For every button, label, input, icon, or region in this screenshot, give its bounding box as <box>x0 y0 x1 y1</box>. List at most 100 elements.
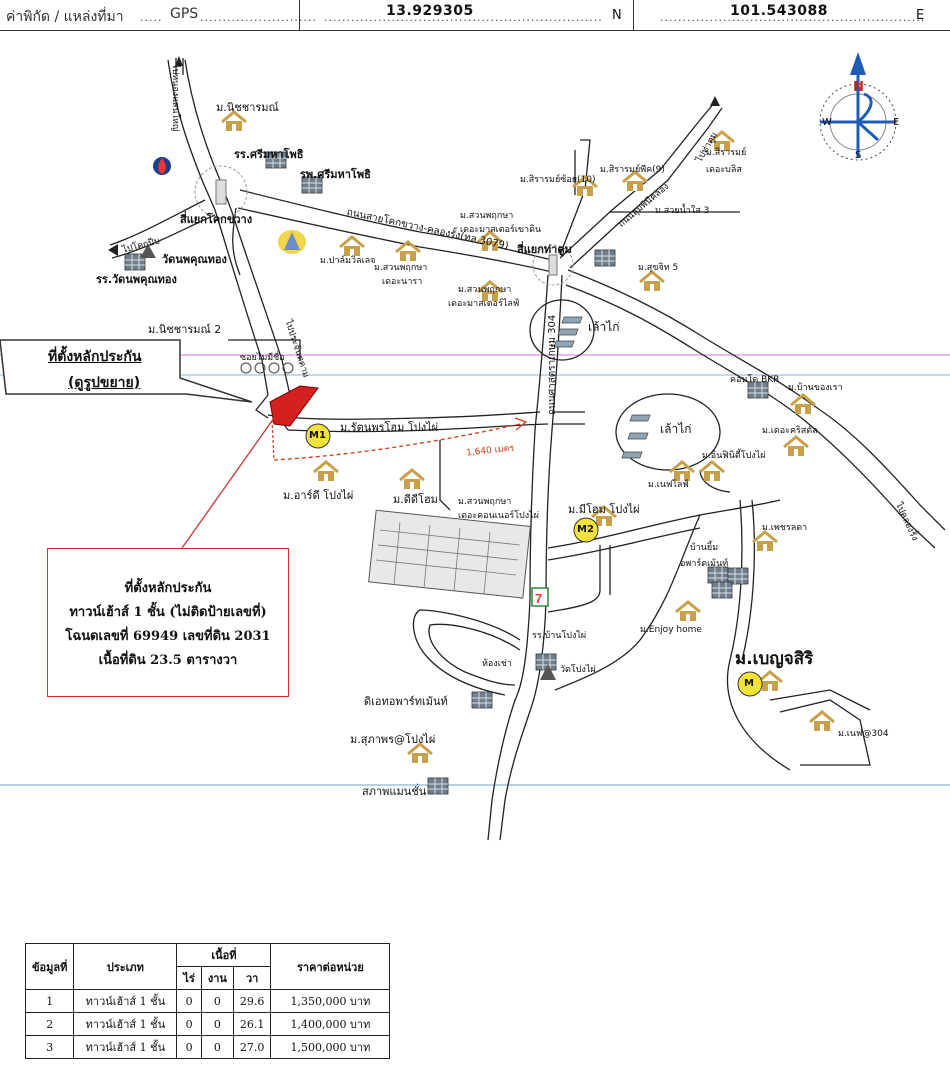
place-label: เดอะมาสเตอร์เขาดิน <box>460 225 542 235</box>
traffic-light-icon <box>215 179 227 205</box>
place-label: ม.รัตนพรโฮม โปงไผ่ <box>340 421 439 434</box>
subject-marker-line1: ที่ตั้งหลักประกัน <box>48 349 142 365</box>
place-label: คอนโด BKR <box>730 375 780 385</box>
gas-station-icon <box>153 157 171 175</box>
pond-icons <box>240 362 294 374</box>
place-label: เดอะนารา <box>382 277 423 287</box>
place-label: สภาพแมนชั่น <box>362 785 427 798</box>
callout-title: ที่ตั้งหลักประกัน <box>124 581 212 596</box>
seven-eleven-icon: 7 <box>531 587 549 607</box>
callout-leader-line <box>181 417 275 549</box>
place-label: ม.นิชชารมณ์ 2 <box>148 323 222 336</box>
place-label: รพ.ศรีมหาโพธิ <box>300 168 371 181</box>
dot-leader: ..... <box>140 11 163 24</box>
header-no: ข้อมูลที่ <box>24 943 75 990</box>
cell-ngan: 0 <box>200 1012 234 1036</box>
marker-m2-label: M2 <box>577 524 594 535</box>
source-value: GPS <box>170 6 199 22</box>
svg-text:7: 7 <box>535 591 542 606</box>
place-label: รร.ศรีมหาโพธิ <box>234 148 304 161</box>
dot-leader: ........................................… <box>324 11 603 24</box>
dot-leader: ........................................… <box>660 11 926 24</box>
place-label: ม.สิรารมย์ <box>706 148 747 158</box>
place-label: ม.อาร์ดี โปงไผ่ <box>283 489 354 502</box>
place-label: ห้องเช่า <box>482 659 512 669</box>
subject-marker: ที่ตั้งหลักประกัน (ดูรูปขยาย) <box>6 340 186 392</box>
place-label: ม.สุภาพร@โปงไผ่ <box>350 733 436 746</box>
cell-no: 1 <box>24 989 75 1013</box>
table-row: 2 ทาวน์เฮ้าส์ 1 ชั้น 0 0 26.1 1,400,000 … <box>24 1012 391 1036</box>
location-map: 7 <box>0 52 950 841</box>
place-label: อพาร์ตเม้นท์ <box>680 559 729 569</box>
distance-arrow <box>514 417 528 431</box>
cell-type: ทาวน์เฮ้าส์ 1 ชั้น <box>73 1035 178 1059</box>
latitude-suffix: N <box>612 8 622 23</box>
header-rai: ไร่ <box>176 966 202 990</box>
cell-ngan: 0 <box>200 989 234 1013</box>
place-label: ม.เนฟไลฟ์ <box>648 480 689 490</box>
header-ngan: งาน <box>200 966 234 990</box>
place-label: รร.วัดนพคุณทอง <box>96 273 177 286</box>
road-arrow-northeast <box>710 96 720 106</box>
cell-type: ทาวน์เฮ้าส์ 1 ชั้น <box>73 989 178 1013</box>
place-label: ม.อินฟินิตี้โปงไผ่ <box>702 451 766 461</box>
cell-wa: 26.1 <box>232 1012 272 1036</box>
road-arrow-north <box>175 56 183 66</box>
temple-icon <box>140 244 156 258</box>
compass-rose <box>819 52 897 161</box>
place-label-benjasiri: ม.เบญจสิริ <box>735 649 814 669</box>
source-cell: ค่าพิกัด / แหล่งที่มา ..... GPS ........… <box>0 0 316 30</box>
place-label: ม.เดอะคริสตัล <box>762 426 818 436</box>
table-subheader-row: ไร่ งาน วา <box>26 966 390 990</box>
cell-price: 1,350,000 บาท <box>270 989 391 1013</box>
place-label: ม.Enjoy home <box>640 625 702 635</box>
cell-type: ทาวน์เฮ้าส์ 1 ชั้น <box>73 1012 178 1036</box>
place-label: บ้านยิ้ม <box>690 543 719 553</box>
khok-khwang-intersection-ring <box>194 165 248 219</box>
cell-rai: 0 <box>176 1012 202 1036</box>
cell-no: 2 <box>24 1012 75 1036</box>
place-label: ซอยไมมีชื่อ <box>240 353 285 363</box>
place-label: วัดโปงไผ่ <box>560 665 596 675</box>
header-price: ราคาต่อหน่วย <box>270 943 391 990</box>
dot-leader: .......................... <box>200 11 317 24</box>
table-row: 3 ทาวน์เฮ้าส์ 1 ชั้น 0 0 27.0 1,500,000 … <box>24 1035 391 1059</box>
place-label: ม.เนฟ@304 <box>838 729 889 739</box>
place-label: ดิเอทอพาร์ทเม้นท์ <box>364 695 448 708</box>
place-label: ม.ปาล์มวิลเลจ <box>320 256 376 266</box>
road-label-304: ถนนศาสตราเกษม 304 <box>547 314 558 415</box>
road-arrow-west <box>108 244 118 256</box>
callout-property-type: ทาวน์เฮ้าส์ 1 ชั้น (ไม่ติดป้ายเลขที่) <box>69 605 267 620</box>
cell-wa: 27.0 <box>232 1035 272 1059</box>
place-label: ม.ดีดีโฮม <box>393 493 438 506</box>
subject-plot <box>269 385 319 427</box>
place-label: สี่แยกโคกขวาง <box>180 213 253 226</box>
latitude-value: 13.929305 <box>386 3 474 19</box>
marker-m3 <box>737 671 763 697</box>
collateral-callout: ที่ตั้งหลักประกัน ทาวน์เฮ้าส์ 1 ชั้น (ไม… <box>47 548 289 697</box>
place-label: ม.เพชรลดา <box>762 523 808 533</box>
cell-rai: 0 <box>176 989 202 1013</box>
longitude-value: 101.543088 <box>730 3 828 19</box>
traffic-light-icon <box>548 254 558 276</box>
table-header-row: ข้อมูลที่ ประเภท เนื้อที่ ราคาต่อหน่วย <box>24 943 391 990</box>
cell-ngan: 0 <box>200 1035 234 1059</box>
comparables-table: ข้อมูลที่ ประเภท เนื้อที่ ราคาต่อหน่วย ไ… <box>24 943 391 1059</box>
callout-deed: โฉนดเลขที่ 69949 เลขที่ดิน 2031 <box>65 629 271 644</box>
cell-price: 1,400,000 บาท <box>270 1012 391 1036</box>
place-label: สี่แยกท่าตูม <box>517 243 572 256</box>
marker-m1 <box>305 423 331 449</box>
place-label: ม.สวนพฤกษา <box>458 285 512 295</box>
place-label: เดอะบลิส <box>706 165 742 175</box>
distance-line <box>271 419 275 461</box>
header-wa: วา <box>232 966 272 990</box>
place-label: ม.สุขจิท 5 <box>638 263 679 273</box>
header-type: ประเภท <box>73 943 178 990</box>
latitude-cell: ........................................… <box>300 0 634 30</box>
compass-e: E <box>893 117 900 128</box>
cell-price: 1,500,000 บาท <box>270 1035 391 1059</box>
coordinate-header: ค่าพิกัด / แหล่งที่มา ..... GPS ........… <box>0 0 950 31</box>
tha-tum-intersection-ring <box>532 244 574 286</box>
temple-emblem-icon <box>278 230 306 254</box>
cell-rai: 0 <box>176 1035 202 1059</box>
